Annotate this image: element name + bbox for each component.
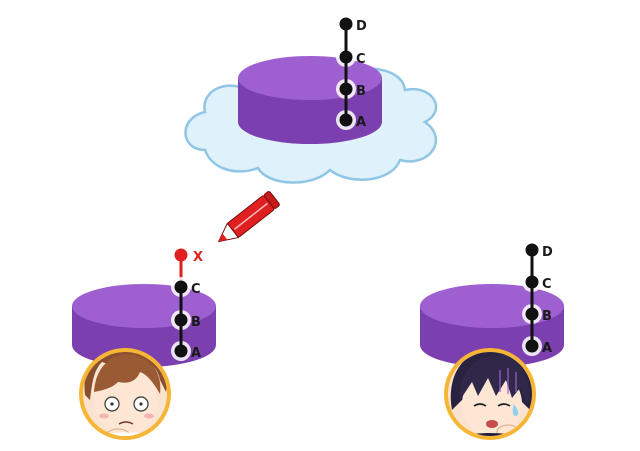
right-commit-c bbox=[525, 275, 539, 289]
avatar-left bbox=[79, 348, 171, 440]
right-commit-chain: A B C D bbox=[522, 243, 553, 356]
pencil-stripe bbox=[233, 202, 268, 230]
local-repository-left: A B C X bbox=[72, 191, 280, 440]
right-label-c: C bbox=[542, 277, 552, 292]
left-label-c: C bbox=[191, 282, 201, 297]
pencil-icon bbox=[217, 191, 280, 243]
local-repository-right: A B C D bbox=[420, 243, 564, 440]
remote-database bbox=[238, 56, 382, 144]
left-commit-a bbox=[174, 344, 188, 358]
remote-label-d: D bbox=[356, 19, 367, 34]
left-label-a: A bbox=[191, 346, 201, 361]
right-commit-d bbox=[525, 243, 539, 257]
left-commit-x bbox=[174, 248, 188, 262]
right-label-b: B bbox=[542, 309, 552, 324]
remote-label-b: B bbox=[356, 84, 366, 99]
right-label-d: D bbox=[542, 245, 553, 260]
right-commit-b bbox=[525, 307, 539, 321]
pencil-eraser bbox=[263, 191, 280, 209]
left-label-b: B bbox=[191, 315, 201, 330]
left-commit-chain: A B C X bbox=[171, 248, 203, 361]
remote-commit-b bbox=[339, 82, 353, 96]
left-commit-c bbox=[174, 280, 188, 294]
avatar-shocked-dark-hair-icon bbox=[448, 352, 532, 436]
right-commit-a bbox=[525, 339, 539, 353]
remote-commit-chain: A B C D bbox=[336, 17, 367, 130]
avatar-worried-brown-hair-icon bbox=[83, 352, 167, 436]
remote-commit-c bbox=[339, 50, 353, 64]
left-commit-b bbox=[174, 313, 188, 327]
right-label-a: A bbox=[542, 341, 552, 356]
remote-repository: A B C D bbox=[184, 17, 438, 184]
pencil-tip bbox=[218, 233, 228, 242]
remote-commit-d bbox=[339, 17, 353, 31]
avatar-right bbox=[444, 348, 536, 440]
left-label-x: X bbox=[193, 250, 203, 265]
remote-commit-a bbox=[339, 113, 353, 127]
remote-label-c: C bbox=[356, 52, 366, 67]
remote-label-a: A bbox=[356, 115, 366, 130]
